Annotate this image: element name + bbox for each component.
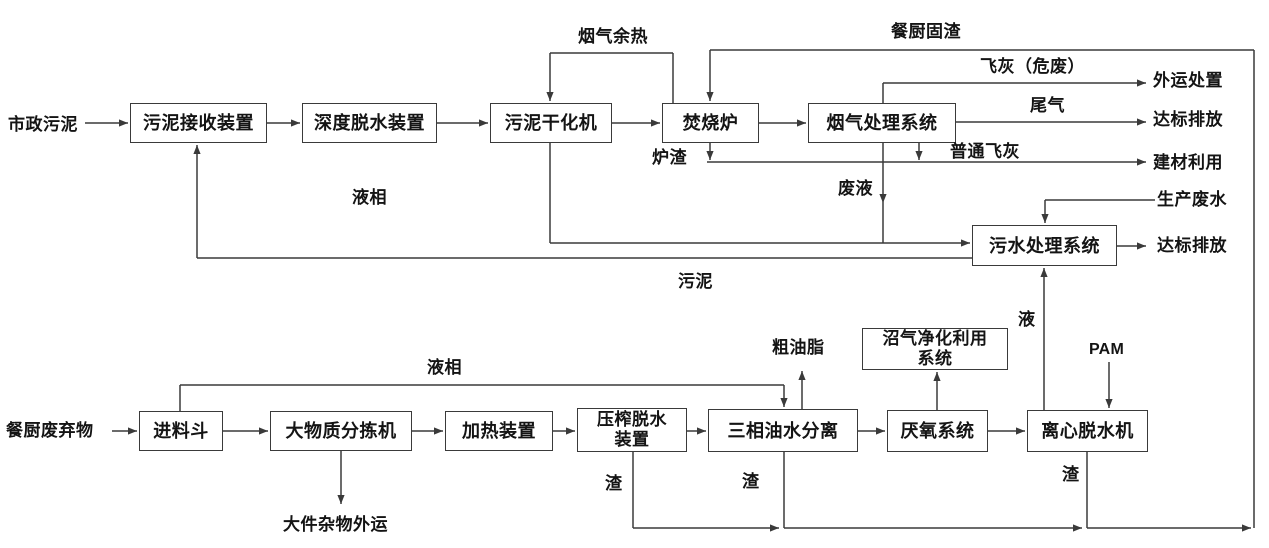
- label-sludge-return: 污泥: [678, 272, 713, 291]
- label-kitchen-waste: 餐厨废弃物: [6, 421, 94, 440]
- arrowhead: [566, 427, 575, 435]
- process-box-biogas-purification-utilization-system: 沼气净化利用系统: [862, 328, 1008, 370]
- arrowhead: [1137, 79, 1146, 87]
- process-box-label: 进料斗: [153, 421, 209, 441]
- arrowhead: [797, 119, 806, 127]
- label-residue-separation: 渣: [742, 472, 760, 491]
- process-box-centrifugal-dewatering-machine: 离心脱水机: [1027, 410, 1148, 452]
- process-box-label: 烟气处理系统: [826, 113, 938, 133]
- arrowhead: [546, 92, 554, 101]
- arrowhead: [1137, 242, 1146, 250]
- process-box-heating-unit: 加热装置: [445, 411, 553, 451]
- process-box-flue-gas-treatment-system: 烟气处理系统: [808, 103, 956, 143]
- label-residue-press: 渣: [605, 474, 623, 493]
- label-pam: PAM: [1089, 341, 1124, 358]
- arrowhead: [706, 92, 714, 101]
- process-box-feed-hopper: 进料斗: [139, 411, 223, 451]
- label-furnace-slag: 炉渣: [652, 148, 687, 167]
- arrowhead: [1041, 214, 1049, 223]
- arrowhead: [879, 194, 887, 203]
- process-box-label: 装置: [614, 430, 650, 449]
- process-box-anaerobic-system: 厌氧系统: [887, 410, 988, 452]
- process-box-label: 深度脱水装置: [314, 113, 425, 133]
- arrowhead: [706, 151, 714, 160]
- label-tail-gas: 尾气: [1030, 96, 1065, 115]
- arrowhead: [128, 427, 137, 435]
- arrowhead: [961, 239, 970, 247]
- process-box-sludge-receiving-unit: 污泥接收装置: [130, 103, 267, 143]
- label-fly-ash-hazardous: 飞灰（危废）: [980, 57, 1085, 76]
- label-liquid: 液: [1018, 310, 1036, 329]
- process-box-label: 大物质分拣机: [285, 421, 397, 441]
- label-outbound-disposal: 外运处置: [1153, 71, 1223, 90]
- process-box-wastewater-treatment-system: 污水处理系统: [972, 225, 1117, 266]
- arrowhead: [770, 524, 779, 532]
- process-box-label: 污泥干化机: [504, 113, 598, 133]
- arrowhead: [1242, 524, 1251, 532]
- arrowhead: [119, 119, 128, 127]
- process-box-sludge-dryer: 污泥干化机: [490, 103, 612, 143]
- arrowhead: [291, 119, 300, 127]
- label-ordinary-fly-ash: 普通飞灰: [950, 142, 1020, 161]
- arrowhead: [1073, 524, 1082, 532]
- arrowhead: [876, 427, 885, 435]
- arrowhead: [193, 145, 201, 154]
- process-box-label: 厌氧系统: [900, 421, 975, 441]
- label-liquid-phase-top: 液相: [352, 188, 387, 207]
- process-box-label: 污水处理系统: [989, 235, 1100, 256]
- process-box-three-phase-oil-water-separation: 三相油水分离: [708, 409, 858, 452]
- arrowhead: [651, 119, 660, 127]
- arrowhead: [259, 427, 268, 435]
- arrowhead: [1137, 118, 1146, 126]
- process-box-incinerator: 焚烧炉: [662, 103, 759, 143]
- process-box-label: 沼气净化利用: [882, 329, 988, 348]
- arrowhead: [933, 372, 941, 381]
- label-crude-grease: 粗油脂: [772, 338, 825, 357]
- arrowhead: [479, 119, 488, 127]
- label-liquid-phase-bottom: 液相: [427, 358, 462, 377]
- label-building-material-use: 建材利用: [1153, 153, 1223, 172]
- arrowhead: [1105, 399, 1113, 408]
- arrowhead: [1040, 268, 1048, 277]
- process-box-label: 焚烧炉: [682, 113, 739, 133]
- arrowhead: [915, 151, 923, 160]
- process-box-large-object-sorter: 大物质分拣机: [270, 411, 412, 451]
- arrowhead: [780, 398, 788, 407]
- arrowhead: [434, 427, 443, 435]
- process-box-label: 离心脱水机: [1041, 421, 1134, 441]
- label-municipal-sludge: 市政污泥: [8, 115, 78, 134]
- arrowhead: [1137, 158, 1146, 166]
- arrowhead: [1016, 427, 1025, 435]
- arrowhead: [798, 371, 806, 380]
- process-box-label: 污泥接收装置: [143, 113, 254, 133]
- process-box-press-dewatering-unit: 压榨脱水装置: [577, 408, 687, 452]
- arrowhead: [337, 495, 345, 504]
- label-production-wastewater: 生产废水: [1157, 190, 1227, 209]
- process-box-label: 加热装置: [462, 421, 536, 441]
- process-box-deep-dewatering-unit: 深度脱水装置: [302, 103, 437, 143]
- label-bulky-debris-outbound: 大件杂物外运: [283, 515, 388, 534]
- label-waste-liquid: 废液: [838, 179, 873, 198]
- arrowhead: [697, 427, 706, 435]
- label-residue-centrifuge: 渣: [1062, 465, 1080, 484]
- process-box-label: 压榨脱水: [597, 410, 667, 429]
- process-box-label: 三相油水分离: [727, 420, 839, 441]
- label-standard-discharge-mid: 达标排放: [1157, 236, 1227, 255]
- label-standard-discharge-top: 达标排放: [1153, 110, 1223, 129]
- process-box-label: 系统: [917, 349, 953, 368]
- label-flue-gas-waste-heat: 烟气余热: [578, 27, 648, 46]
- label-kitchen-solid-residue: 餐厨固渣: [891, 22, 961, 41]
